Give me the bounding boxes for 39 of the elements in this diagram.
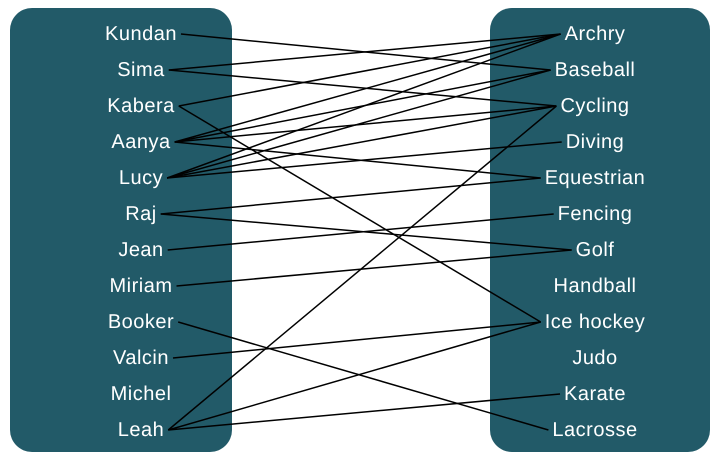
name-label: Raj [125, 202, 157, 226]
name-label: Lacrosse [552, 418, 638, 442]
name-label: Kabera [107, 94, 175, 118]
name-label: Baseball [554, 58, 636, 82]
connector-line [160, 177, 541, 215]
name-label: Archry [564, 22, 626, 46]
name-label: Booker [108, 310, 174, 334]
name-label: Aanya [111, 130, 171, 154]
name-label: Miriam [110, 274, 172, 298]
name-label: Equestrian [544, 166, 646, 190]
name-label: Kundan [105, 22, 177, 46]
name-label: Lucy [118, 166, 164, 190]
connector-line [174, 33, 561, 143]
connector-line [166, 69, 551, 179]
connector-line [168, 105, 557, 431]
name-label: Jean [118, 238, 164, 262]
list-panel [490, 8, 710, 452]
name-label: Cycling [560, 94, 630, 118]
connector-line [176, 249, 572, 287]
name-label: Karate [564, 382, 626, 406]
name-label: Ice hockey [544, 310, 646, 334]
name-label: Golf [576, 238, 614, 262]
connector-line [178, 105, 542, 323]
connector-line [178, 33, 561, 107]
name-label: Judo [572, 346, 618, 370]
name-label: Sima [117, 58, 165, 82]
name-label: Leah [118, 418, 164, 442]
connector-line [172, 321, 541, 359]
list-panel [10, 8, 232, 452]
name-label: Michel [110, 382, 172, 406]
connector-line [166, 105, 557, 179]
connector-line [166, 33, 561, 179]
connector-line [174, 69, 551, 143]
name-label: Fencing [558, 202, 632, 226]
connector-line [168, 69, 557, 107]
name-label: Diving [566, 130, 624, 154]
name-label: Valcin [113, 346, 169, 370]
connector-line [168, 393, 560, 431]
name-label: Handball [554, 274, 636, 298]
